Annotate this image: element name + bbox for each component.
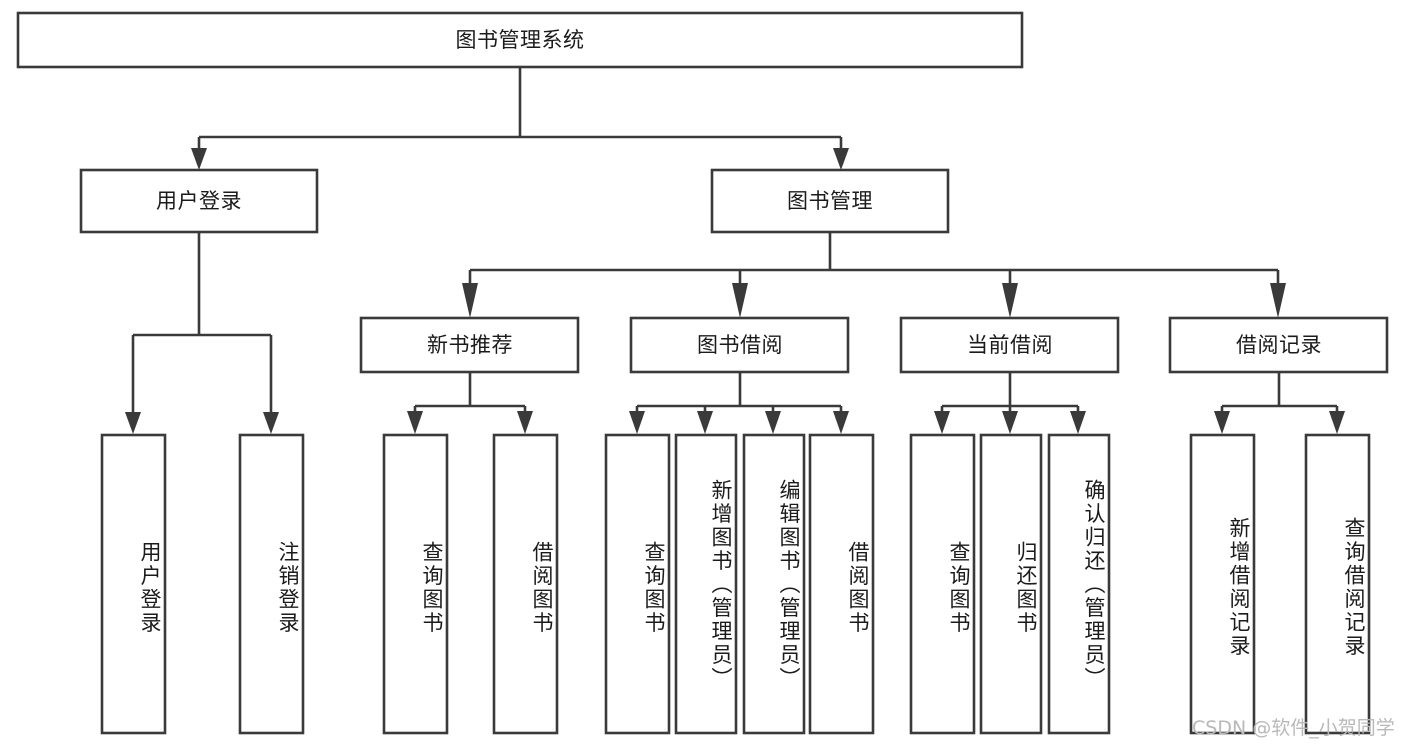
root-label: 图书管理系统 <box>456 28 585 52</box>
node-root[interactable]: 图书管理系统 <box>16 11 1024 69</box>
current-borrow-box <box>899 316 1120 374</box>
connector-user-login-to-leaves <box>125 232 279 434</box>
node-current-borrow[interactable]: 当前借阅 <box>899 316 1120 374</box>
leaf-box-bb-query[interactable] <box>604 433 671 735</box>
leaf-box-bb-add[interactable] <box>674 433 738 735</box>
borrow-record-label: 借阅记录 <box>1236 333 1322 357</box>
book-borrow-label: 图书借阅 <box>697 333 783 357</box>
node-new-book-recommend[interactable]: 新书推荐 <box>359 316 580 374</box>
user-login-box <box>79 168 319 234</box>
leaf-box-bb-borrow[interactable] <box>808 433 875 735</box>
new-book-recommend-box <box>359 316 580 374</box>
leaf-box-nb-borrow[interactable] <box>492 433 559 735</box>
connector-book-manage-to-level3 <box>462 232 1286 318</box>
connector-book-borrow-to-leaves <box>629 372 849 434</box>
leaf-box-br-add[interactable] <box>1189 433 1256 735</box>
leaf-box-nb-query[interactable] <box>382 433 449 735</box>
leaf-box-cb-confirm[interactable] <box>1047 433 1111 735</box>
book-manage-label: 图书管理 <box>787 189 873 213</box>
root-box <box>16 11 1024 69</box>
leaf-box-cb-return[interactable] <box>979 433 1043 735</box>
node-book-borrow[interactable]: 图书借阅 <box>629 316 850 374</box>
current-borrow-label: 当前借阅 <box>967 333 1053 357</box>
leaf-box-cb-query[interactable] <box>909 433 976 735</box>
new-book-recommend-label: 新书推荐 <box>427 333 513 357</box>
leaf-box-user-login[interactable] <box>100 433 167 735</box>
user-login-label: 用户登录 <box>156 189 242 213</box>
leaf-box-logout[interactable] <box>238 433 305 735</box>
connector-new-book-to-leaves <box>407 372 533 434</box>
node-user-login[interactable]: 用户登录 <box>79 168 319 234</box>
csdn-watermark: CSDN @软件_小贺同学 <box>1192 717 1395 739</box>
leaf-box-br-query[interactable] <box>1304 433 1371 735</box>
connector-current-borrow-to-leaves <box>934 372 1086 434</box>
node-borrow-record[interactable]: 借阅记录 <box>1168 316 1389 374</box>
node-book-manage[interactable]: 图书管理 <box>710 168 950 234</box>
leaf-box-bb-edit[interactable] <box>742 433 806 735</box>
connector-borrow-record-to-leaves <box>1214 372 1345 434</box>
leaf-boxes-group <box>100 433 1371 735</box>
connector-root-to-level2 <box>191 67 849 170</box>
